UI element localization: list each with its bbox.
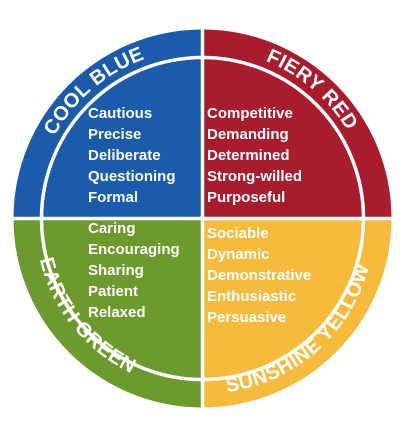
trait-cool-blue-4: Questioning xyxy=(88,168,176,185)
trait-earth-green-1: Caring xyxy=(88,220,136,237)
trait-earth-green-5: Relaxed xyxy=(88,304,146,321)
trait-fiery-red-1: Competitive xyxy=(207,105,293,122)
trait-earth-green-4: Patient xyxy=(88,283,138,300)
trait-cool-blue-1: Cautious xyxy=(88,105,152,122)
trait-fiery-red-3: Determined xyxy=(207,147,290,164)
quadrant-fiery-red xyxy=(202,29,392,219)
trait-fiery-red-5: Purposeful xyxy=(207,189,285,206)
trait-sunshine-yellow-2: Dynamic xyxy=(207,246,270,263)
trait-fiery-red-4: Strong-willed xyxy=(207,168,302,185)
trait-cool-blue-5: Formal xyxy=(88,189,138,206)
quadrant-cool-blue xyxy=(13,29,203,219)
trait-cool-blue-3: Deliberate xyxy=(88,147,161,164)
trait-earth-green-3: Sharing xyxy=(88,262,144,279)
trait-sunshine-yellow-3: Demonstrative xyxy=(207,267,311,284)
quadrant-earth-green xyxy=(13,218,203,408)
trait-sunshine-yellow-1: Sociable xyxy=(207,225,269,242)
trait-sunshine-yellow-5: Persuasive xyxy=(207,309,286,326)
quadrant-sunshine-yellow xyxy=(202,218,392,408)
trait-sunshine-yellow-4: Enthusiastic xyxy=(207,288,296,305)
trait-fiery-red-2: Demanding xyxy=(207,126,289,143)
trait-cool-blue-2: Precise xyxy=(88,126,141,143)
trait-earth-green-2: Encouraging xyxy=(88,241,180,258)
